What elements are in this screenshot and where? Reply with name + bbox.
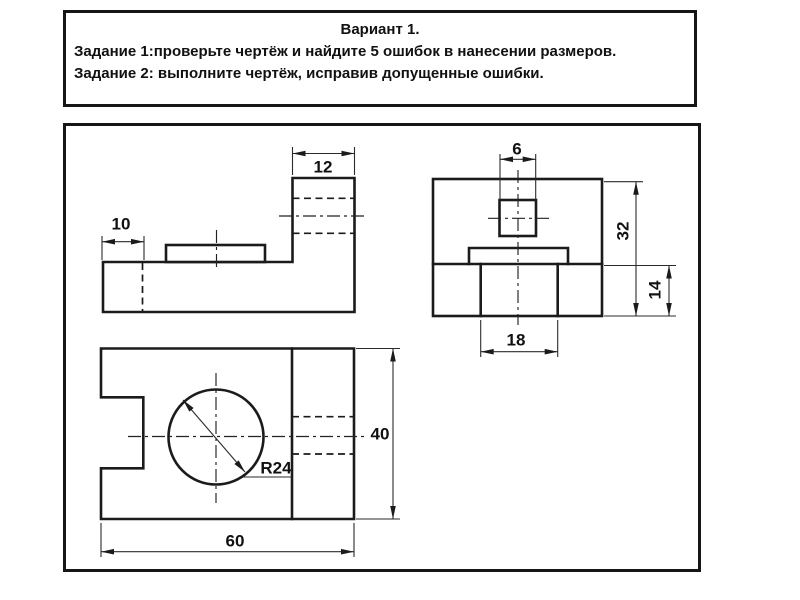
dim-label-18: 18	[506, 330, 526, 350]
variant-title: Вариант 1.	[340, 21, 420, 38]
dim-label-40: 40	[370, 424, 390, 444]
side-view	[431, 154, 676, 357]
task1-text: Задание 1:проверьте чертёж и найдите 5 о…	[74, 43, 617, 60]
task-header-box: Вариант 1. Задание 1:проверьте чертёж и …	[63, 10, 697, 107]
dim-label-32: 32	[613, 221, 633, 241]
dim-label-10: 10	[111, 214, 131, 234]
front-outline	[101, 176, 356, 314]
plan-view	[99, 347, 400, 557]
radius-leader	[182, 399, 246, 473]
front-boss	[164, 243, 267, 264]
dim-label-14: 14	[645, 280, 665, 300]
dim-label-12: 12	[313, 157, 333, 177]
task2-text: Задание 2: выполните чертёж, исправив до…	[74, 65, 544, 82]
dim-label-6: 6	[512, 139, 522, 159]
front-view	[101, 147, 367, 314]
dim-label-60: 60	[225, 531, 245, 551]
dim-label-r24: R24	[260, 458, 292, 478]
